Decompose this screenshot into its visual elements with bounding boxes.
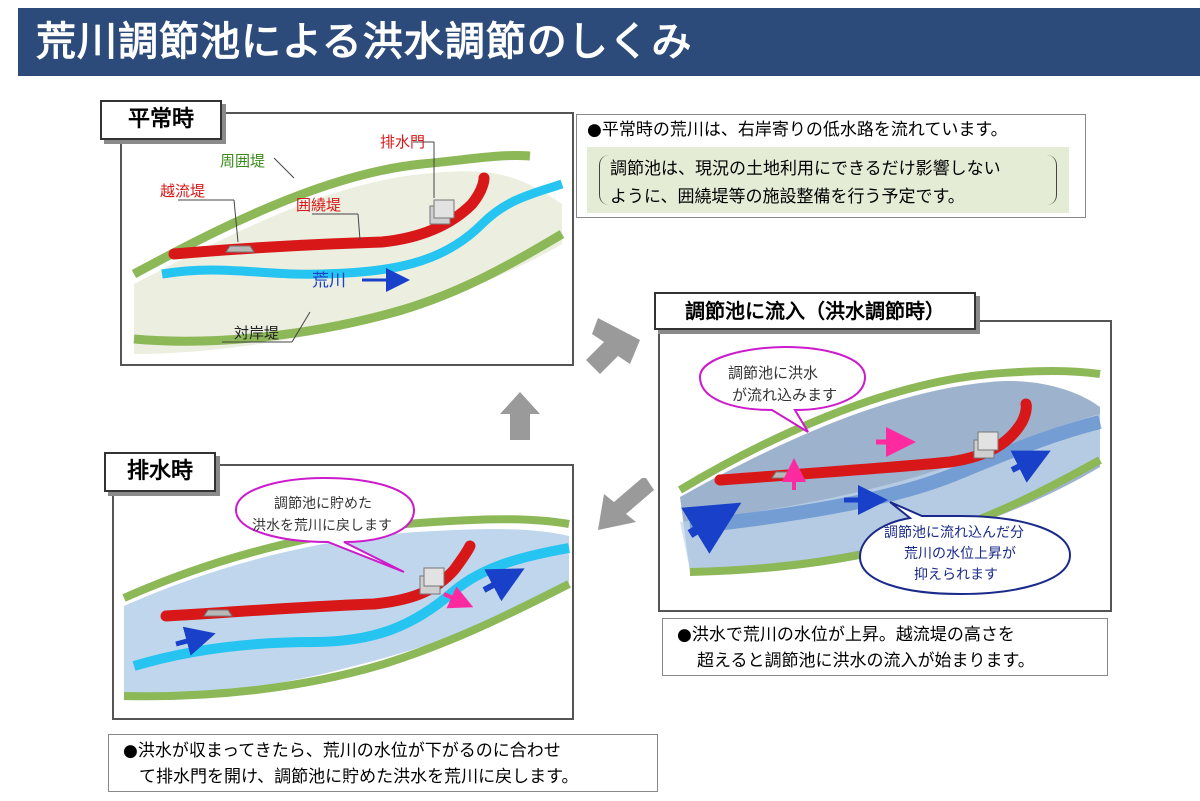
- drain-bubble-line1: 調節池に貯めた: [274, 495, 372, 512]
- suppress-bubble-line2: 荒川の水位上昇が: [904, 546, 1016, 562]
- river-channel: [689, 415, 1102, 534]
- label-perimeter-levee: 周囲堤: [220, 152, 265, 170]
- drain-gate: [429, 199, 455, 225]
- inflow-caption: ●洪水で荒川の水位が上昇。越流堤の高さを 超えると調節池に洪水の流入が始まります…: [662, 618, 1108, 676]
- cycle-arrows: [500, 318, 640, 440]
- drain-diagram: 調節池に貯めた 洪水を荒川に戻します: [122, 476, 571, 701]
- inflow-diagram: 調節池に洪水 が流れ込みます 調節池に流れ込んだ分 荒川の水位上昇が 抑えられま…: [677, 345, 1102, 596]
- surround-levee: [168, 172, 490, 260]
- cycle-arrow-left-down-wrap: [598, 478, 654, 530]
- normal-panel-label: 平常時: [100, 100, 222, 140]
- drain-bubble-line2: 洪水を荒川に戻します: [252, 518, 392, 534]
- inflow-bubble: 調節池に洪水 が流れ込みます: [698, 345, 867, 433]
- drain-panel: 調節池に貯めた 洪水を荒川に戻します: [112, 464, 574, 720]
- normal-caption: ●平常時の荒川は、右岸寄りの低水路を流れています。 調節池は、現況の土地利用にで…: [576, 114, 1086, 218]
- suppress-bubble-line1: 調節池に流れ込んだ分: [884, 524, 1024, 541]
- normal-note: 調節池は、現況の土地利用にできるだけ影響しない ように、囲繞堤等の施設整備を行う…: [587, 147, 1069, 213]
- inflow-caption-line1: ●洪水で荒川の水位が上昇。越流堤の高さを: [677, 625, 1015, 645]
- drain-panel-label: 排水時: [104, 452, 216, 492]
- drain-caption-line1: ●洪水が収まってきたら、荒川の水位が下がるのに合わせ: [123, 741, 561, 761]
- normal-note-line2: ように、囲繞堤等の施設整備を行う予定です。: [610, 187, 965, 207]
- river-arrow-right: [1010, 450, 1051, 483]
- cycle-arrow-right-down: [586, 318, 640, 374]
- cycle-arrow-up: [500, 392, 540, 440]
- page-title: 荒川調節池による洪水調節のしくみ: [18, 8, 1200, 76]
- inflow-panel: 調節池に洪水 が流れ込みます 調節池に流れ込んだ分 荒川の水位上昇が 抑えられま…: [658, 320, 1112, 612]
- river-arrow-right: [482, 568, 525, 602]
- normal-panel: 排水門 周囲堤 越流堤 囲繞堤 荒川 対岸堤: [120, 112, 574, 366]
- normal-diagram: 排水門 周囲堤 越流堤 囲繞堤 荒川 対岸堤: [131, 133, 565, 354]
- normal-note-line1: 調節池は、現況の土地利用にできるだけ影響しない: [610, 159, 1001, 179]
- suppress-bubble: 調節池に流れ込んだ分 荒川の水位上昇が 抑えられます: [858, 501, 1072, 596]
- perimeter-levee: [131, 150, 531, 278]
- overflow-weir: [203, 609, 233, 617]
- overflow-weir: [225, 245, 255, 253]
- drain-gate: [419, 567, 445, 595]
- drain-caption: ●洪水が収まってきたら、荒川の水位が下がるのに合わせ て排水門を開け、調節池に貯…: [108, 734, 658, 792]
- inflow-bubble-line2: が流れ込みます: [732, 386, 837, 404]
- perimeter-levee: [677, 367, 1101, 494]
- river-channel: [161, 179, 564, 279]
- surround-levee: [160, 540, 476, 622]
- inflow-bubble-line1: 調節池に洪水: [728, 364, 818, 382]
- label-opposite-levee: 対岸堤: [234, 324, 279, 342]
- inflow-panel-label: 調節池に流入（洪水調節時）: [654, 292, 976, 330]
- river-channel: [132, 543, 570, 671]
- suppress-bubble-line3: 抑えられます: [914, 567, 998, 583]
- surround-levee: [714, 398, 1032, 486]
- drain-gate: [973, 431, 999, 459]
- label-surround-levee: 囲繞堤: [296, 196, 341, 214]
- label-overflow-levee: 越流堤: [160, 182, 205, 200]
- drain-bubble: 調節池に貯めた 洪水を荒川に戻します: [234, 476, 416, 573]
- normal-caption-text: ●平常時の荒川は、右岸寄りの低水路を流れています。: [587, 120, 1008, 140]
- opposite-levee: [133, 230, 565, 346]
- river-arrow-left: [175, 626, 216, 656]
- opposite-levee: [123, 580, 571, 701]
- river-arrow-large: [681, 502, 742, 554]
- drain-arrow-pink: [443, 586, 474, 609]
- cycle-arrow-left-down: [598, 478, 654, 530]
- label-river: 荒川: [312, 271, 346, 291]
- inflow-caption-line2: 超えると調節池に洪水の流入が始まります。: [697, 651, 1035, 671]
- label-gate: 排水門: [380, 133, 425, 151]
- drain-caption-line2: て排水門を開け、調節池に貯めた洪水を荒川に戻します。: [139, 767, 579, 787]
